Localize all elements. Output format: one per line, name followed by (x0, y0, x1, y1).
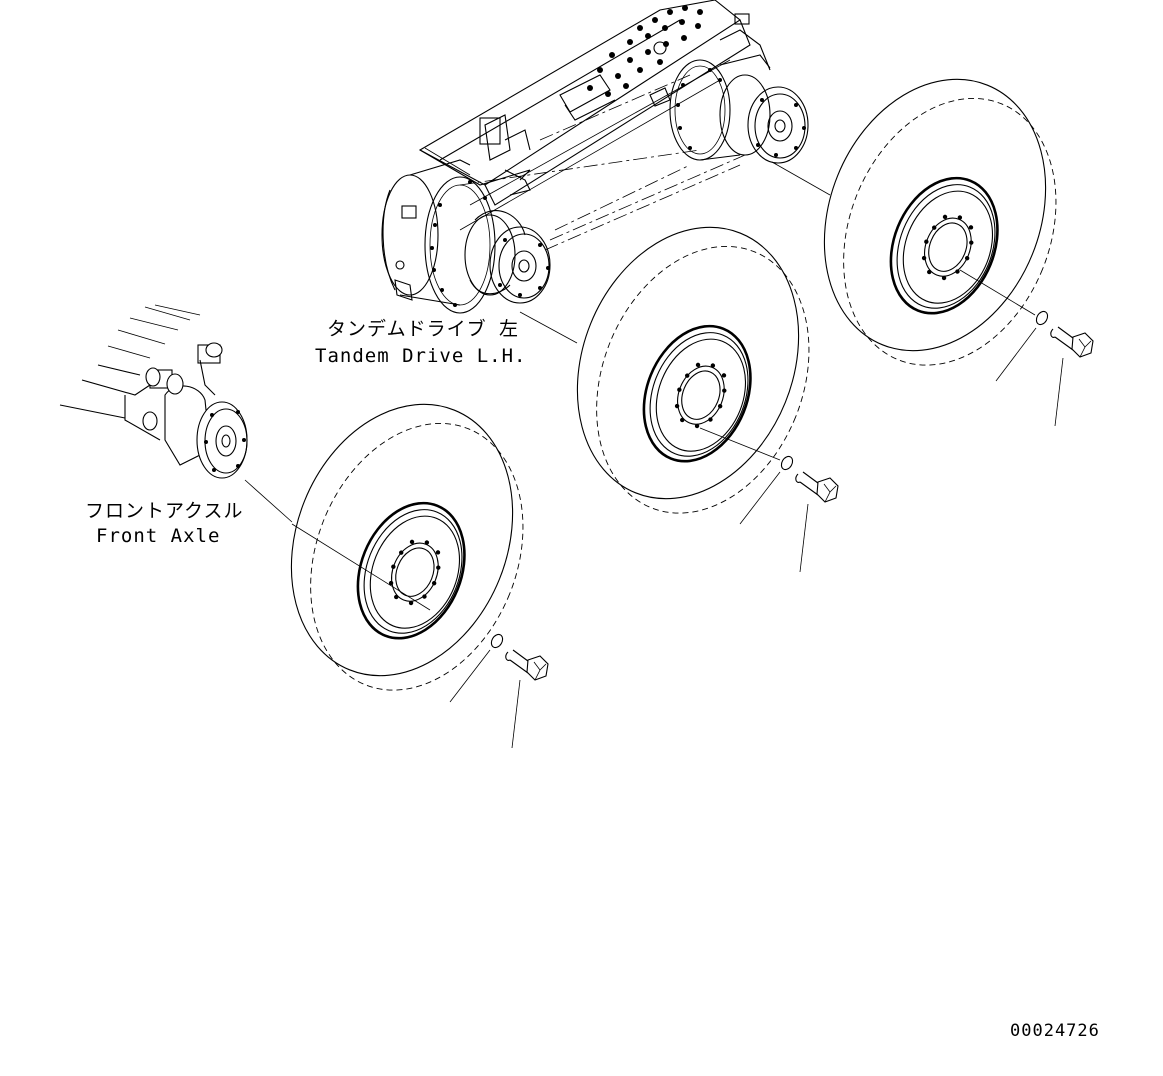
front-axle-hub-icon (59, 304, 248, 479)
wheel-tire-icon (823, 78, 1057, 366)
washer-icon (1035, 310, 1049, 326)
bolt-icon (505, 649, 549, 681)
middle-fastener (519, 311, 839, 573)
front-axle-label-jp: フロントアクスル (85, 500, 244, 522)
drawing-number: 00024726 (1010, 1021, 1100, 1041)
bolt-icon (795, 471, 839, 503)
rear-wheel (823, 78, 1057, 366)
wheel-tire-icon (290, 403, 524, 691)
rear-fastener (771, 161, 1094, 427)
washer-icon (490, 633, 504, 649)
middle-wheel (576, 226, 810, 514)
front-axle-label-en: Front Axle (96, 525, 221, 547)
front-fastener (244, 479, 549, 749)
tandem-drive-label-en: Tandem Drive L.H. (315, 345, 527, 367)
washer-icon (780, 455, 794, 471)
wheel-tire-icon (576, 226, 810, 514)
tandem-drive-label-jp: タンデムドライブ 左 (327, 318, 520, 340)
front-wheel (290, 403, 524, 691)
bolt-icon (1050, 326, 1094, 358)
tandem-drive-housing-icon (381, 0, 809, 314)
